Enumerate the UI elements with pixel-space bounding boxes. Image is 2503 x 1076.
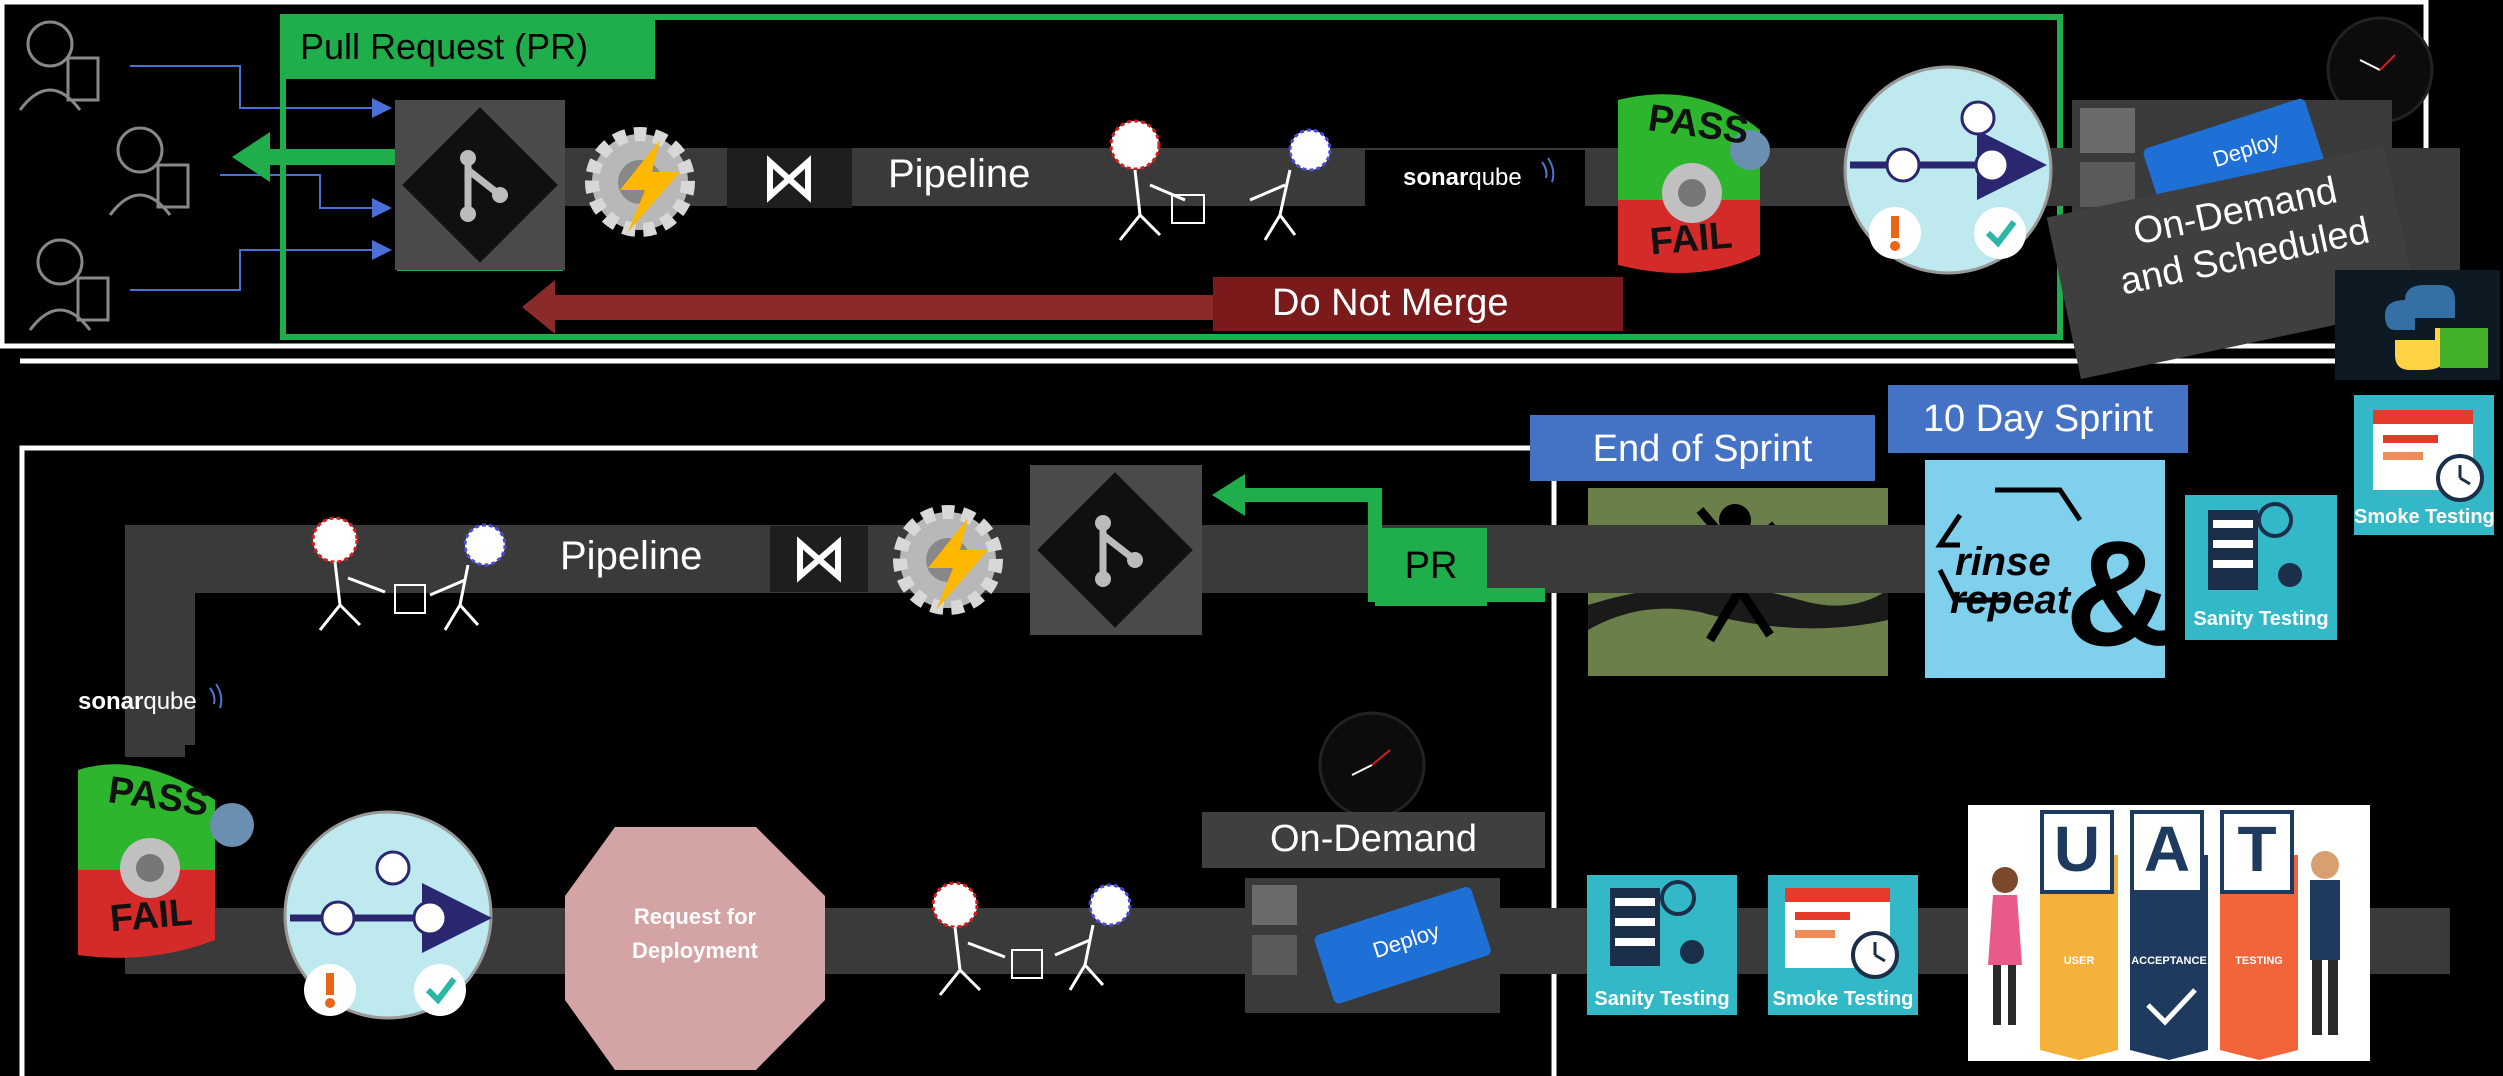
bottom-frame — [19, 445, 1557, 1076]
visual-studio-icon — [797, 536, 841, 583]
deploy-banner — [2046, 145, 2419, 379]
end-of-sprint-label: End of Sprint — [1592, 428, 1813, 470]
sonarqube-brand-bold: sonar — [1403, 164, 1469, 191]
git-icon — [1037, 472, 1193, 628]
smoke-testing-label-bottom: Smoke Testing — [1772, 988, 1914, 1010]
svg-text:&: & — [2065, 509, 2173, 677]
visual-studio-icon — [767, 155, 811, 203]
pr-label: PR — [1404, 545, 1458, 587]
bottom-upper-lane-bar — [125, 525, 1925, 593]
sonarqube-label-bottom: sonarqube — [78, 688, 197, 716]
on-demand-label: On-Demand — [1270, 818, 1477, 860]
ten-day-sprint-label: 10 Day Sprint — [1922, 398, 2154, 440]
code-review-figures — [1109, 119, 1332, 241]
sanity-testing-label-top: Sanity Testing — [2193, 608, 2329, 630]
do-not-merge-box — [1213, 277, 1623, 331]
pull-request-title-box — [283, 17, 655, 79]
request-label-line1: Request for — [633, 904, 757, 929]
uat-word-acceptance: ACCEPTANCE — [2131, 955, 2207, 967]
pass-fail-switch — [78, 764, 254, 958]
workflow-check-icon — [283, 810, 493, 1020]
gear-lightning-icon — [893, 505, 1003, 615]
python-selenium-icon — [2335, 270, 2500, 380]
smoke-testing-tile-top — [2354, 395, 2494, 535]
pr-arrow-head — [232, 132, 270, 182]
end-of-sprint-box — [1530, 415, 1875, 481]
repeat-label: repeat — [1950, 578, 2071, 622]
pull-request-title: Pull Request (PR) — [300, 26, 589, 67]
sonarqube-wave-icon — [209, 683, 223, 709]
recycle-arrows-icon — [1935, 487, 2083, 603]
pipeline-label-top: Pipeline — [888, 152, 1031, 196]
fail-label-bottom: FAIL — [108, 891, 194, 941]
do-not-merge-label: Do Not Merge — [1272, 282, 1509, 324]
sonarqube-brand-light: qube — [1468, 164, 1522, 191]
developer-icon — [18, 20, 100, 111]
bottom-lane-drop — [125, 525, 195, 745]
smoke-testing-tile-bottom — [1768, 875, 1918, 1015]
request-label-line2: Deployment — [632, 938, 758, 963]
developer-arrows — [130, 65, 392, 291]
pr-box — [1375, 528, 1487, 606]
pipeline-label-bottom: Pipeline — [560, 534, 703, 578]
on-demand-box — [1202, 812, 1545, 868]
developer-icon — [108, 126, 190, 216]
sanity-testing-tile-bottom — [1587, 875, 1737, 1015]
request-deployment-label: Request for Deployment — [565, 900, 825, 968]
request-deployment-octagon — [565, 827, 825, 1070]
fail-label-top: FAIL — [1648, 214, 1734, 264]
sanity-testing-tile-top — [2185, 495, 2337, 640]
git-icon — [402, 107, 558, 263]
code-review-figures — [931, 881, 1132, 996]
person-left-icon — [1988, 867, 2022, 1025]
deploy-keyboard-image — [1245, 878, 1500, 1013]
bottom-lane-stub — [125, 745, 185, 757]
developer-icon — [28, 238, 110, 331]
sonarqube-brand-bold: sonar — [78, 688, 144, 715]
ampersand-icon: & — [2065, 509, 2173, 677]
sonarqube-label-top: sonarqube — [1403, 164, 1522, 192]
smoke-testing-label-top: Smoke Testing — [2354, 506, 2495, 528]
person-right-icon — [2310, 851, 2340, 1035]
sonarqube-brand-light: qube — [143, 688, 197, 715]
gear-lightning-icon — [585, 127, 695, 237]
uat-letter-u: U — [2053, 813, 2101, 885]
clock-icon — [1318, 711, 1426, 819]
rinse-label: rinse — [1955, 540, 2051, 584]
uat-letter-a: A — [2143, 813, 2191, 885]
pass-fail-switch — [1618, 94, 1770, 273]
do-not-merge-arrow — [522, 280, 1213, 334]
pr-green-arrow-head — [1212, 474, 1245, 516]
uat-word-testing: TESTING — [2235, 955, 2283, 967]
uat-columns — [2040, 810, 2298, 1060]
ten-day-sprint-box — [1888, 385, 2188, 453]
sanity-testing-label-bottom: Sanity Testing — [1594, 988, 1730, 1010]
sonarqube-wave-icon — [1541, 157, 1555, 183]
clock-icon — [2326, 16, 2434, 124]
uat-word-user: USER — [2063, 955, 2095, 967]
rinse-repeat-tile — [1925, 460, 2165, 678]
workflow-check-icon — [1843, 65, 2053, 275]
uat-letter-t: T — [2237, 813, 2277, 885]
code-review-figures — [311, 516, 507, 631]
